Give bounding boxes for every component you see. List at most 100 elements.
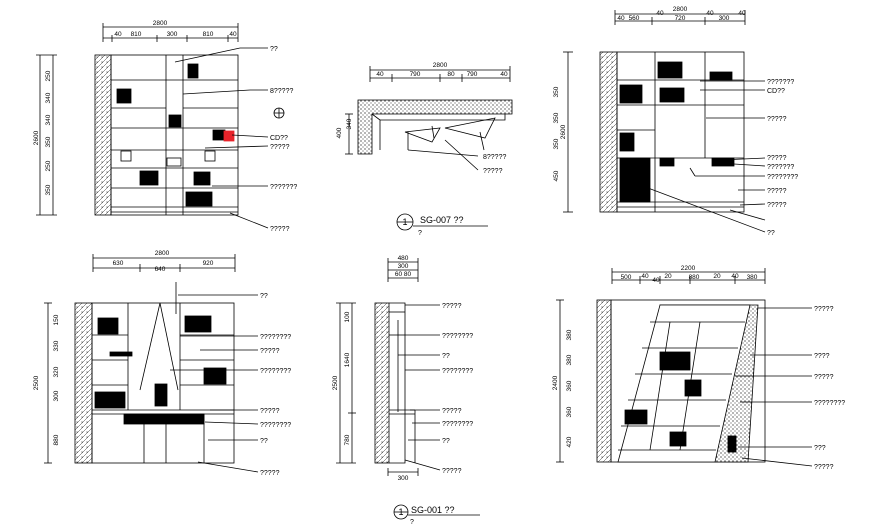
plan-1-depth-1: 400 (336, 127, 343, 138)
plan-1-title-sub: ? (418, 230, 422, 237)
section-1-text: 480 300 60 80 2500 100 1640 780 300 ????… (332, 255, 473, 526)
plan-1-seg-5: 40 (500, 71, 508, 78)
elevation-2-dim-c: 350 (553, 138, 560, 149)
plan-1-seg-3: 80 (447, 71, 455, 78)
elevation-1-leaders (174, 47, 285, 229)
elevation-3-dim-e: 880 (53, 434, 60, 445)
elevation-3-label-7: ?? (260, 438, 268, 445)
elevation-1-label-3: CD?? (270, 135, 288, 142)
section-1-label-8: ????? (442, 468, 462, 475)
elevation-2-label-7: ????? (767, 188, 787, 195)
elevation-1-label-1: ?? (270, 46, 278, 53)
elevation-2-label-1: ??????? (767, 79, 794, 86)
elevation-4 (556, 268, 813, 467)
elevation-2-label-8: ????? (767, 202, 787, 209)
elevation-4-label-5: ??? (814, 445, 826, 452)
plan-1-top-total: 2800 (433, 62, 448, 69)
section-1-top-sub: 60 80 (395, 271, 412, 278)
elevation-1-seg-1: 40 (114, 31, 122, 38)
plan-1-label-1: 8????? (483, 154, 506, 161)
elevation-2-label-9: ?? (767, 230, 775, 237)
elevation-1-label-5: ??????? (270, 184, 297, 191)
elevation-1 (36, 23, 285, 229)
elevation-3-dim-c: 320 (53, 366, 60, 377)
elevation-1-wall (94, 54, 112, 216)
elevation-4-seg-5: 880 (689, 274, 700, 281)
elevation-4-label-6: ????? (814, 464, 834, 471)
section-1-dim-b: 780 (344, 434, 351, 445)
section-1-label-5: ????? (442, 408, 462, 415)
plan-1-text: 2800 40 790 80 790 40 400 340 8????? ???… (336, 62, 508, 237)
elevation-2-label-4: ????? (767, 155, 787, 162)
elevation-2-seg-6: 300 (719, 15, 730, 22)
elevation-2-label-6: ???????? (767, 174, 798, 181)
elevation-2-seg-3: 40 (656, 10, 664, 17)
elevation-4-seg-6: 20 (713, 273, 721, 280)
elevation-4-label-3: ????? (814, 374, 834, 381)
elevation-2-top-total: 2800 (673, 6, 688, 13)
elevation-2-seg-2: 560 (629, 15, 640, 22)
elevation-3-seg-3: 920 (203, 260, 214, 267)
elevation-3-top-total: 2800 (155, 250, 170, 257)
elevation-3-text: 2800 630 640 920 2500 150 330 320 300 88… (33, 250, 291, 477)
section-1-title-sub: ? (410, 519, 414, 526)
elevation-4-height: 2400 (552, 375, 559, 390)
elevation-4-text: 2200 500 40 40 20 880 20 40 380 2400 380… (552, 265, 845, 471)
elevation-4-seg-7: 40 (731, 273, 739, 280)
elevation-4-dim-c: 360 (566, 380, 573, 391)
plan-1-label-2: ????? (483, 168, 503, 175)
elevation-4-label-2: ???? (814, 353, 830, 360)
elevation-1-dim-a: 250 (45, 70, 52, 81)
section-1-dim-a: 1640 (344, 352, 351, 367)
elevation-3-label-2: ???????? (260, 334, 291, 341)
plan-1 (345, 66, 513, 231)
section-1-label-2: ???????? (442, 333, 473, 340)
elevation-1-top-dims (102, 23, 239, 42)
elevation-4-dim-d: 360 (566, 406, 573, 417)
elevation-3-label-3: ????? (260, 348, 280, 355)
elevation-2-height: 2600 (560, 124, 567, 139)
elevation-2-label-3: ????? (767, 116, 787, 123)
elevation-3-label-5: ????? (260, 408, 280, 415)
elevation-2-dim-a: 350 (553, 86, 560, 97)
elevation-4-seg-2: 40 (641, 273, 649, 280)
plan-1-depth-2: 340 (346, 118, 353, 129)
elevation-4-dim-b: 380 (566, 354, 573, 365)
elevation-2-text: 2800 40 560 40 720 40 300 40 2600 350 35… (553, 6, 798, 237)
elevation-2-seg-1: 40 (617, 15, 625, 22)
elevation-1-top-total: 2800 (153, 20, 168, 27)
section-1-label-6: ???????? (442, 421, 473, 428)
plan-1-title: SG-007 ?? (420, 215, 464, 225)
section-1-label-1: ????? (442, 303, 462, 310)
elevation-3-dim-a: 150 (53, 314, 60, 325)
elevation-2-dim-d: 450 (553, 170, 560, 181)
section-1-dim-top: 100 (344, 311, 351, 322)
plan-1-title-number: 1 (402, 217, 407, 227)
elevation-4-seg-1: 500 (621, 274, 632, 281)
elevation-4-top-tail: 380 (747, 274, 758, 281)
elevation-3-seg-1: 630 (113, 260, 124, 267)
elevation-3-seg-2: 640 (155, 266, 166, 273)
elevation-3-dim-d: 300 (53, 390, 60, 401)
elevation-3-label-8: ????? (260, 470, 280, 477)
elevation-3-height: 2500 (33, 375, 40, 390)
section-1-label-7: ?? (442, 438, 450, 445)
elevation-2-seg-7: 40 (738, 10, 746, 17)
elevation-1-dim-b: 340 (45, 92, 52, 103)
plan-1-seg-1: 40 (376, 71, 384, 78)
elevation-1-text: 2800 40 810 300 810 40 2600 250 340 340 … (33, 20, 297, 233)
elevation-1-seg-3: 300 (167, 31, 178, 38)
elevation-3-label-1: ?? (260, 293, 268, 300)
section-1-bottom-dim: 300 (398, 475, 409, 482)
section-1-top-seg: 300 (398, 263, 409, 270)
elevation-1-dim-f: 350 (45, 184, 52, 195)
section-1-title-number: 1 (398, 507, 403, 517)
section-1-label-4: ???????? (442, 368, 473, 375)
elevation-4-top-total: 2200 (681, 265, 696, 272)
elevation-1-seg-2: 810 (131, 31, 142, 38)
elevation-1-label-4: ????? (270, 144, 290, 151)
section-1-top-total: 480 (398, 255, 409, 262)
section-1-label-3: ?? (442, 353, 450, 360)
elevation-3-label-6: ???????? (260, 422, 291, 429)
